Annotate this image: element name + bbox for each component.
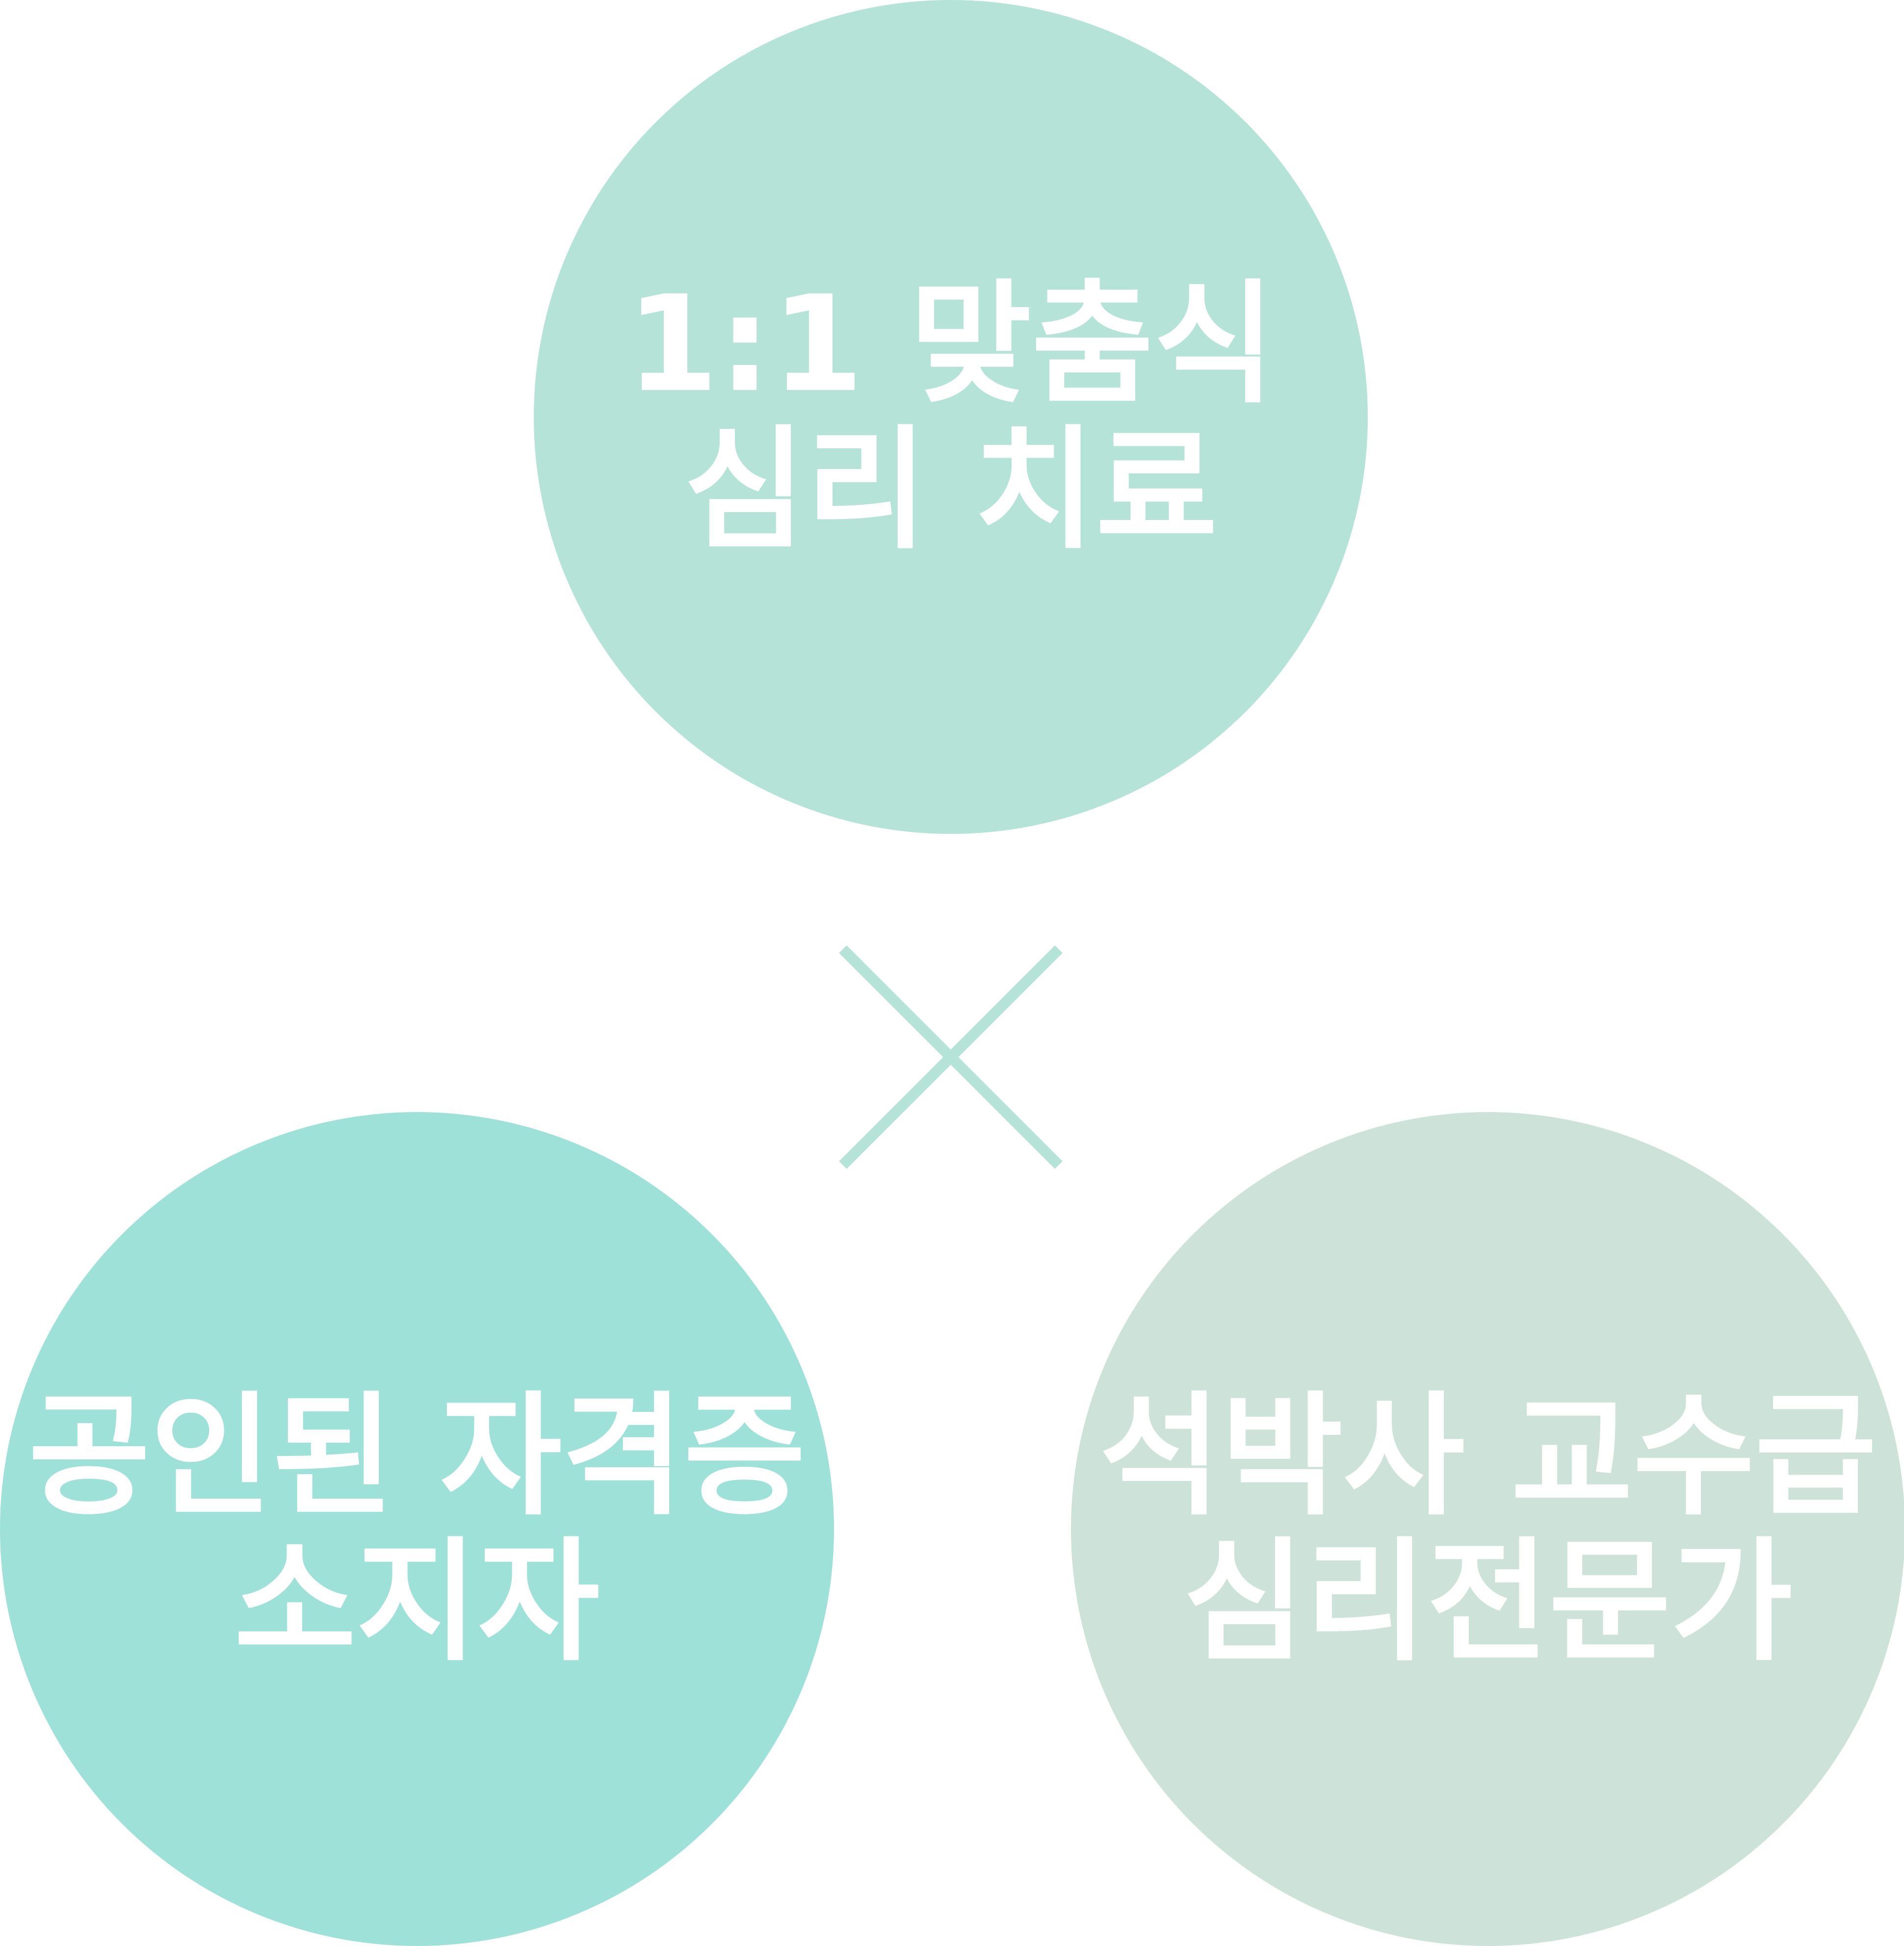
circle-left-line1: 공인된 자격증 bbox=[28, 1379, 806, 1533]
circle-right-line2: 심리전문가 bbox=[1183, 1525, 1793, 1679]
circle-right-line1: 석박사 교수급 bbox=[1099, 1379, 1877, 1533]
cross-stroke-b bbox=[839, 945, 1063, 1169]
circle-custom-therapy: 1:1 맞춤식 심리 치료 bbox=[534, 0, 1368, 834]
circle-top-line1: 1:1 맞춤식 bbox=[626, 267, 1276, 421]
circle-expert: 석박사 교수급 심리전문가 bbox=[1071, 1112, 1904, 1946]
circle-certified: 공인된 자격증 소지자 bbox=[0, 1112, 834, 1946]
cross-icon bbox=[839, 945, 1063, 1169]
circle-left-line2: 소지자 bbox=[234, 1525, 600, 1679]
circle-top-line2: 심리 치료 bbox=[684, 413, 1218, 567]
